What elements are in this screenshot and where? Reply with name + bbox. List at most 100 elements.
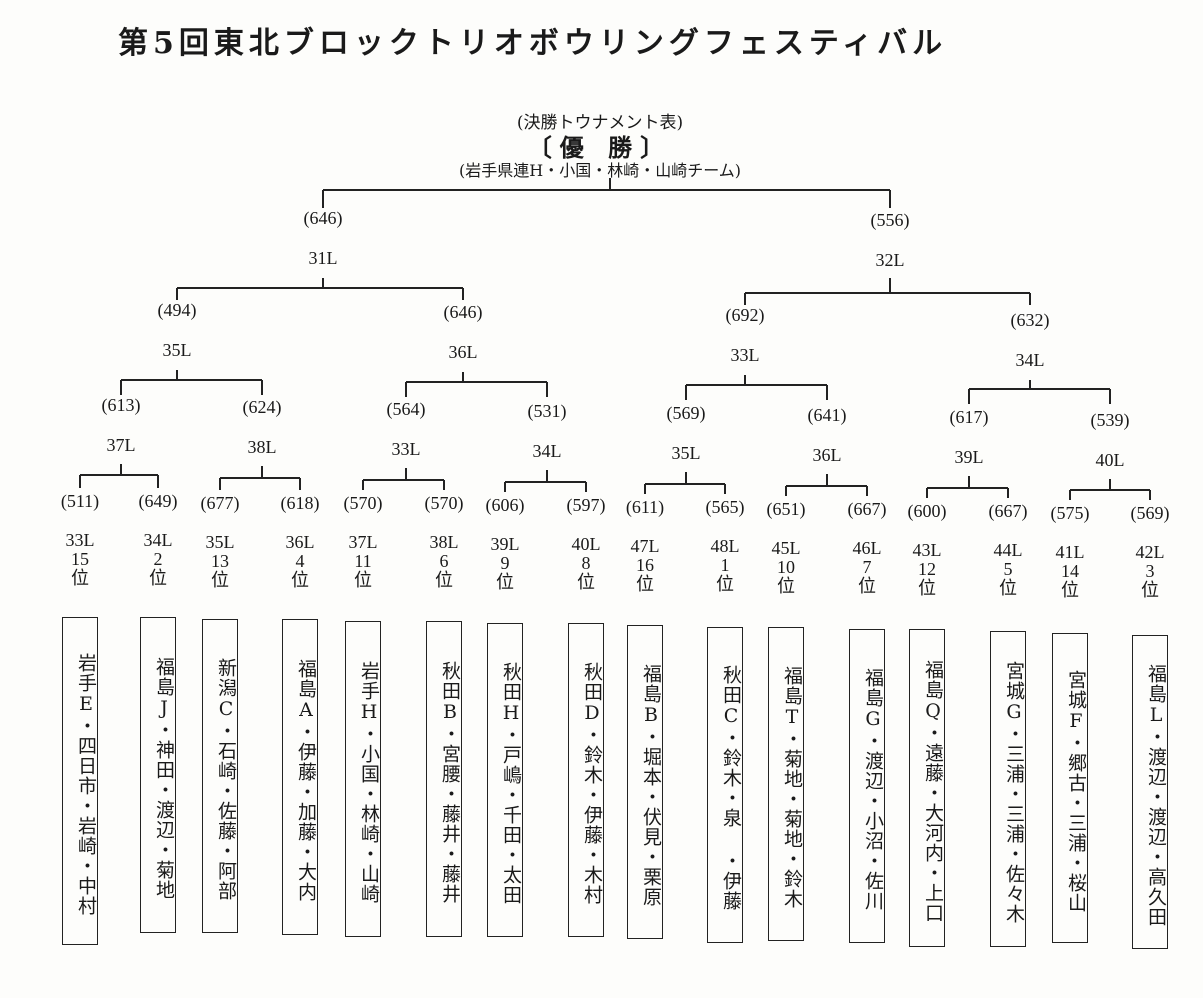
rank-suffix: 位	[211, 570, 229, 590]
team-entry-15: (575) 41L 14 位	[1051, 502, 1090, 599]
team-entry-2: (649) 34L 2 位	[139, 490, 178, 587]
rank: 15	[70, 549, 89, 569]
rank-suffix: 位	[435, 570, 453, 590]
lane: 34L	[143, 530, 173, 550]
lane: 48L	[710, 536, 740, 556]
rank: 14	[1061, 561, 1079, 581]
team-name-box: 福島L・渡辺・渡辺・高久田	[1132, 635, 1168, 949]
team-name: 新潟C・石崎・佐藤・阿部	[215, 657, 237, 901]
team-entry-5: (570) 37L 11 位	[344, 492, 383, 589]
lane: 44L	[993, 540, 1023, 560]
rank-suffix: 位	[635, 574, 654, 594]
lane: 46L	[852, 538, 882, 558]
team-entry-16: (569) 42L 3 位	[1131, 502, 1170, 599]
lane: 39L	[954, 447, 984, 467]
rank: 1	[720, 555, 730, 575]
score: (569)	[1130, 503, 1170, 523]
team-name: 秋田C・鈴木・泉 ・伊藤	[720, 665, 742, 911]
rank-suffix: 位	[70, 568, 89, 588]
team-name: 岩手H・小国・林崎・山崎	[358, 660, 380, 904]
score: (611)	[625, 497, 665, 517]
score: (641)	[807, 405, 847, 425]
team-entry-13: (600) 43L 12 位	[908, 500, 947, 597]
lane: 39L	[490, 534, 520, 554]
rank-suffix: 位	[716, 574, 734, 594]
rank: 6	[439, 551, 449, 571]
rank: 4	[295, 551, 305, 571]
team-name-box: 秋田B・宮腰・藤井・藤井	[426, 621, 462, 937]
score: (667)	[988, 501, 1028, 521]
rank: 8	[581, 553, 591, 573]
lane: 33L	[391, 439, 421, 459]
round3-5: (569) 35L	[667, 403, 706, 463]
score: (649)	[138, 491, 178, 511]
lane: 37L	[348, 532, 378, 552]
score: (556)	[870, 210, 910, 230]
lane: 35L	[162, 340, 192, 360]
team-name-box: 岩手E・四日市・岩崎・中村	[62, 617, 98, 945]
rank: 11	[354, 551, 372, 571]
champion-label: 〔優 勝〕	[527, 133, 673, 162]
lane: 41L	[1055, 542, 1085, 562]
rank-suffix: 位	[918, 578, 936, 598]
team-name: 福島J・神田・渡辺・菊地	[153, 656, 175, 900]
lane: 45L	[771, 538, 801, 558]
round3-1: (613) 37L	[102, 395, 141, 455]
score: (564)	[386, 399, 426, 419]
score: (569)	[666, 403, 706, 423]
team-name: 秋田B・宮腰・藤井・藤井	[439, 660, 461, 904]
rank-suffix: 位	[1061, 580, 1079, 600]
round3-3: (564) 33L	[387, 399, 426, 459]
lane: 33L	[730, 345, 760, 365]
team-name: 宮城F・郷古・三浦・桜山	[1065, 669, 1087, 913]
team-name-box: 宮城F・郷古・三浦・桜山	[1052, 633, 1088, 943]
bracket-subtitle: (決勝トウナメント表)	[516, 113, 684, 133]
team-name: 岩手E・四日市・岩崎・中村	[75, 652, 97, 916]
round3-6: (641) 36L	[808, 405, 847, 465]
lane: 33L	[65, 530, 95, 550]
score: (565)	[705, 497, 745, 517]
round3-4: (531) 34L	[528, 401, 567, 461]
score: (692)	[725, 305, 765, 325]
rank: 10	[777, 557, 795, 577]
rank: 16	[635, 555, 654, 575]
lane: 40L	[571, 534, 601, 554]
team-name-box: 新潟C・石崎・佐藤・阿部	[202, 619, 238, 933]
rank-suffix: 位	[149, 568, 167, 588]
team-entry-3: (677) 35L 13 位	[201, 492, 240, 589]
score: (667)	[847, 499, 887, 519]
rank: 3	[1145, 561, 1155, 581]
score: (511)	[60, 491, 100, 511]
score: (597)	[566, 495, 606, 515]
semifinal-right: (556) 32L	[871, 210, 910, 270]
score: (570)	[343, 493, 383, 513]
team-name-box: 福島G・渡辺・小沼・佐川	[849, 629, 885, 943]
lane: 32L	[875, 250, 905, 270]
score: (606)	[485, 495, 525, 515]
score: (624)	[242, 397, 282, 417]
team-name: 福島T・菊地・菊地・鈴木	[781, 665, 803, 909]
team-name-box: 福島T・菊地・菊地・鈴木	[768, 627, 804, 941]
rank-suffix: 位	[858, 576, 876, 596]
lane: 47L	[630, 536, 660, 556]
rank-suffix: 位	[496, 572, 514, 592]
quarterfinal-3: (692) 33L	[726, 305, 765, 365]
lane: 35L	[671, 443, 701, 463]
team-name: 福島G・渡辺・小沼・佐川	[862, 667, 884, 911]
score: (677)	[200, 493, 240, 513]
team-name-box: 宮城G・三浦・三浦・佐々木	[990, 631, 1026, 947]
team-entry-9: (611) 47L 16 位	[626, 496, 664, 593]
lane: 35L	[205, 532, 235, 552]
score: (651)	[766, 499, 806, 519]
team-name-box: 岩手H・小国・林崎・山崎	[345, 621, 381, 937]
score: (617)	[949, 407, 989, 427]
team-name-box: 福島Q・遠藤・大河内・上口	[909, 629, 945, 947]
team-entry-6: (570) 38L 6 位	[425, 492, 464, 589]
score: (575)	[1050, 503, 1090, 523]
score: (632)	[1010, 310, 1050, 330]
team-entry-10: (565) 48L 1 位	[706, 496, 745, 593]
team-entry-4: (618) 36L 4 位	[281, 492, 320, 589]
rank-suffix: 位	[777, 576, 795, 596]
